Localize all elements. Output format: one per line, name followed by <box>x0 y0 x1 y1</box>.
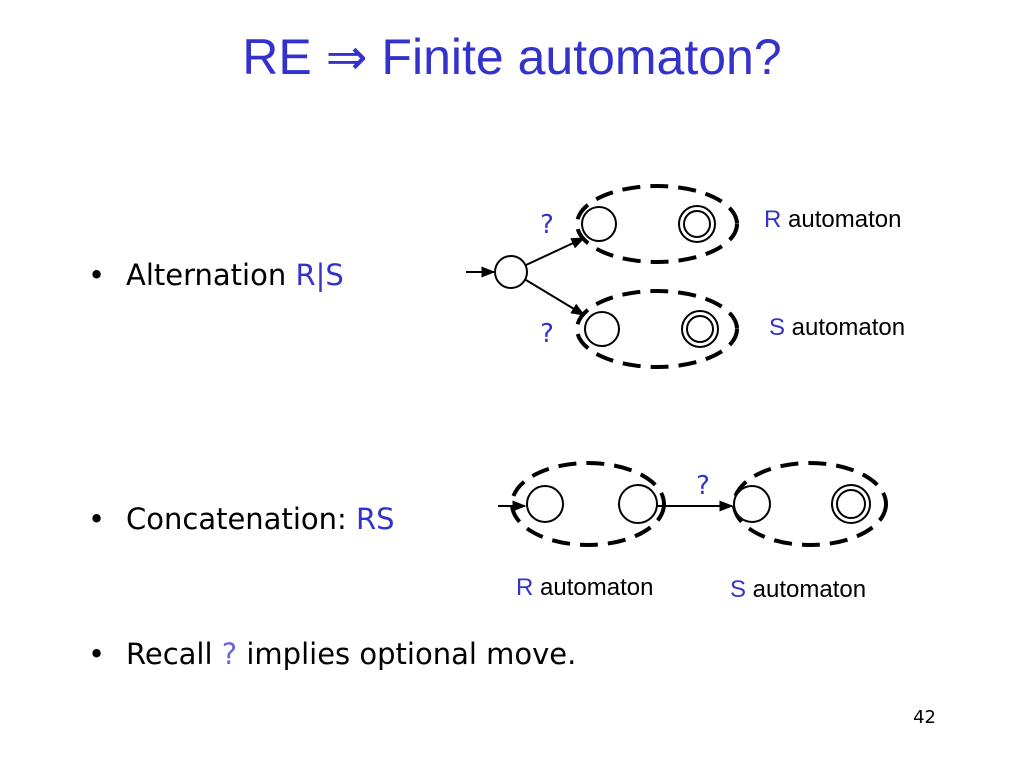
s-label-word: automaton <box>746 576 866 603</box>
bottom-optional-symbol: ? <box>540 319 554 349</box>
s-accept-inner-ring <box>836 489 866 519</box>
alternation-diagram: ? ? R automaton S automaton <box>466 184 905 369</box>
bullet-alternation: • Alternation R|S <box>88 258 344 292</box>
bullet-recall: • Recall ? implies optional move. <box>88 637 576 671</box>
slide-title: RE ⇒ Finite automaton? <box>242 29 782 85</box>
alternation-start-state <box>494 255 528 289</box>
s-accept-inner-ring <box>686 315 714 343</box>
s-label-word: automaton <box>785 314 905 341</box>
bullet-text: Alternation <box>126 258 296 292</box>
r-automaton-boundary <box>510 461 666 547</box>
bullet-text-after: implies optional move. <box>237 637 577 671</box>
bullet-highlight: RS <box>356 502 395 536</box>
page-number: 42 <box>913 707 936 728</box>
bullet-marker: • <box>88 258 106 292</box>
bullet-text: Concatenation: <box>126 502 356 536</box>
r-automaton-label: R automaton <box>516 574 653 601</box>
transition-to-s <box>525 279 586 316</box>
r-accept-inner-ring <box>683 210 711 238</box>
r-label-var: R <box>516 574 533 601</box>
r-end-state <box>618 484 658 524</box>
bullet-marker: • <box>88 637 106 671</box>
r-automaton-boundary <box>575 184 739 264</box>
concatenation-diagram: ? R automaton S automaton <box>498 461 888 603</box>
s-automaton-boundary <box>575 289 739 369</box>
r-start-state <box>526 485 564 523</box>
r-label-var: R <box>764 206 781 233</box>
r-automaton-label: R automaton <box>764 206 901 233</box>
s-automaton-label: S automaton <box>769 314 905 341</box>
r-label-word: automaton <box>781 206 901 233</box>
r-label-word: automaton <box>533 574 653 601</box>
s-automaton-label: S automaton <box>730 576 866 603</box>
r-start-state <box>581 206 617 242</box>
s-start-state <box>733 485 771 523</box>
bullet-text-before: Recall <box>126 637 222 671</box>
s-label-var: S <box>769 314 785 341</box>
optional-symbol: ? <box>696 471 710 501</box>
bullet-marker: • <box>88 502 106 536</box>
s-start-state <box>584 311 620 347</box>
bullet-highlight: R|S <box>295 258 344 292</box>
bullet-concatenation: • Concatenation: RS <box>88 502 395 536</box>
s-automaton-boundary <box>732 461 888 547</box>
bullet-highlight: ? <box>221 637 238 671</box>
transition-to-r <box>525 237 586 266</box>
top-optional-symbol: ? <box>540 210 554 240</box>
s-label-var: S <box>730 576 746 603</box>
